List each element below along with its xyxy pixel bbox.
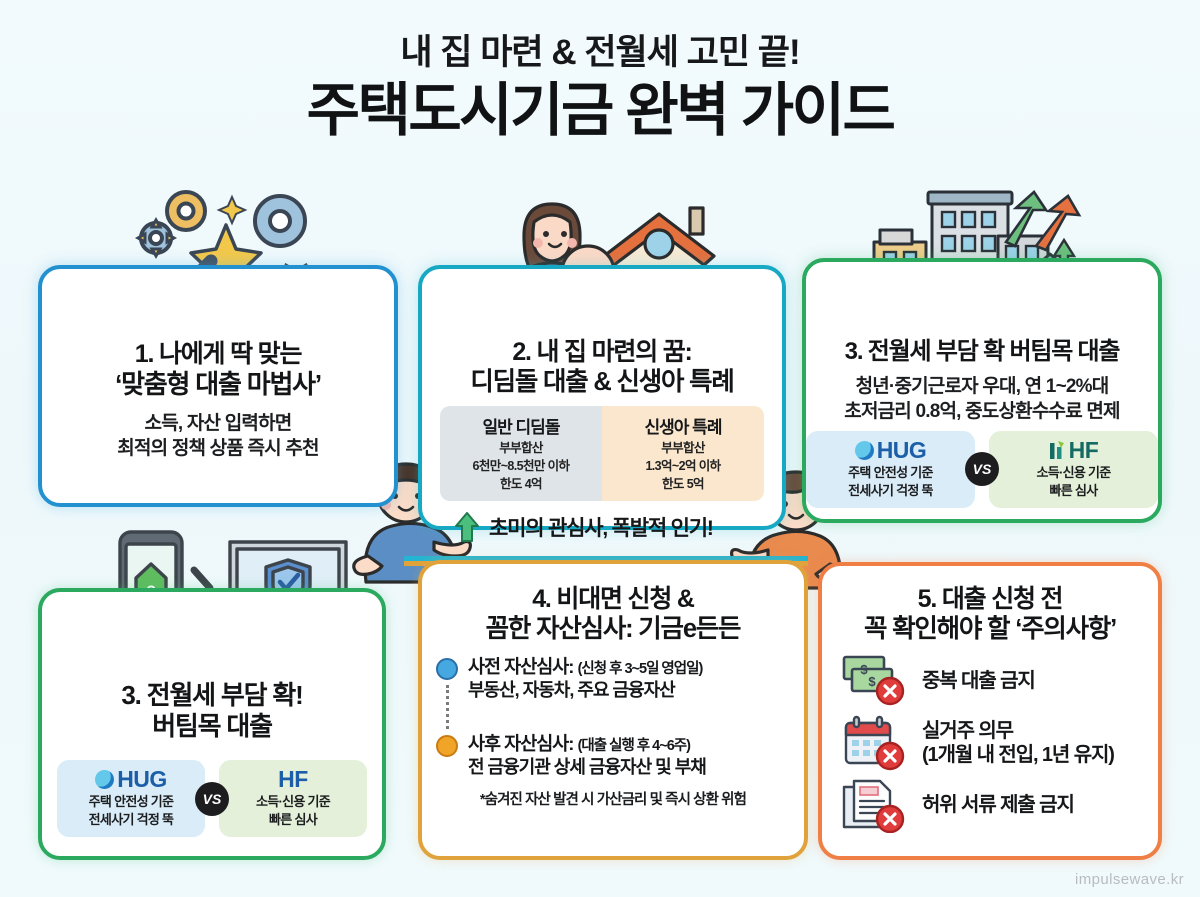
hf-logo: HF [993,437,1154,464]
cautions-list: $ $ 중복 대출 금지 [840,653,1158,833]
hug-logo: HUG [810,437,971,464]
card4-title-line1: 4. 비대면 신청 & [532,585,695,613]
card3-title-line1: 3. 전월세 부담 확 버팀목 대출 [844,338,1121,365]
card1-title-line1: 1. 나에게 딱 맞는 [134,340,303,368]
bullet-label: 사후 자산심사: [468,733,574,755]
card6-title-line1: 3. 전월세 부담 확! [121,680,303,710]
hf-line: 빠른 심사 [269,812,318,828]
caution-subtext: (1개월 내 전입, 1년 유지) [922,743,1115,766]
up-arrow-icon [455,512,479,542]
card-cautions[interactable]: 5. 대출 신청 전 꼭 확인해야 할 ‘주의사항’ $ $ [818,562,1162,860]
page-title: 내 집 마련 & 전월세 고민 끝! 주택도시기금 완벽 가이드 [0,33,1200,143]
comparison-line: 6천만~8.5천만 이하 [472,458,571,473]
comparison-col-general: 일반 디딤돌 부부합산 6천만~8.5천만 이하 한도 4억 [440,405,602,501]
bullet-label: 사전 자산심사: [468,655,574,677]
hug-line: 전세사기 걱정 뚝 [848,482,933,498]
bullet-connector-dotted [446,684,449,729]
title-main: 주택도시기금 완벽 가이드 [306,77,896,143]
comparison-line: 부부합산 [499,440,543,455]
hug-logo-text: HUG [876,436,927,463]
card4-note: *숨겨진 자산 발견 시 가산금리 및 즉시 상환 위험 [479,792,747,809]
card-didimdol-loan[interactable]: 2. 내 집 마련의 꿈: 디딤돌 대출 & 신생아 특례 일반 디딤돌 부부합… [418,265,786,530]
list-item: 사후 자산심사: (대출 실행 후 4~6주) 전 금융기관 상세 금융자산 및… [436,732,804,779]
hf-mark-icon [1049,441,1064,460]
hf-logo-text: HF [278,766,308,793]
caution-text: 허위 서류 제출 금지 [922,793,1075,816]
hug-line: 주택 안전성 기준 [88,794,174,810]
comparison-line: 한도 5억 [662,476,705,491]
list-item: $ $ 중복 대출 금지 [840,653,1158,709]
review-bullet-list: 사전 자산심사: (신청 후 3~5일 영업일) 부동산, 자동차, 주요 금융… [436,655,804,780]
card1-body-line1: 소득, 자산 입력하면 [144,413,293,435]
title-subtitle: 내 집 마련 & 전월세 고민 끝! [400,33,800,72]
svg-text:$: $ [860,662,868,677]
calendar-forbidden-icon [840,715,908,771]
hug-logo-alt: HUG [61,766,201,793]
card3-body-line1: 청년·중기근로자 우대, 연 1~2%대 [855,375,1110,397]
hug-box[interactable]: HUG 주택 안전성 기준 전세사기 걱정 뚝 [806,430,975,508]
hf-line: 소득·신용 기준 [1036,464,1111,480]
card6-title-line2: 버팀목 대출 [152,711,273,742]
hug-box-alt[interactable]: HUG 주택 안전성 기준 전세사기 걱정 뚝 [57,760,205,838]
list-item: 실거주 의무 (1개월 내 전입, 1년 유지) [840,715,1158,771]
caution-text: 실거주 의무 [922,719,1014,742]
watermark: impulsewave.kr [1075,871,1184,888]
hf-line: 소득·신용 기준 [255,794,331,810]
bullet-dot-blue-icon [436,657,458,680]
bullet-detail: 부동산, 자동차, 주요 금융자산 [468,679,676,700]
comparison-heading: 신생아 특례 [644,417,723,437]
hf-box-alt[interactable]: HF 소득·신용 기준 빠른 심사 [219,760,367,838]
hug-logo-text: HUG [117,766,167,793]
connector-banner: 초미의 관심사, 폭발적 인기! [455,512,714,542]
bullet-paren: (신청 후 3~5일 영업일) [577,660,704,677]
hf-logo-alt: HF [223,766,363,793]
comparison-heading: 일반 디딤돌 [482,417,561,437]
caution-text: 중복 대출 금지 [922,669,1036,692]
card3-body-line2: 초저금리 0.8억, 중도상환수수료 면제 [844,400,1120,422]
hf-logo-text: HF [1068,436,1099,463]
svg-text:$: $ [868,674,876,689]
card1-title-line2: ‘맞춤형 대출 마법사’ [115,369,322,399]
hug-dot-icon [95,770,115,790]
bullet-detail: 전 금융기관 상세 금융자산 및 부채 [468,757,707,778]
card-untact-application[interactable]: 4. 비대면 신청 & 꼼한 자산심사: 기금e든든 사전 자산심사: (신청 … [418,560,808,860]
card4-title-line2: 꼼한 자산심사: 기금e든든 [485,615,742,643]
card5-title-line1: 5. 대출 신청 전 [917,585,1064,613]
list-item: 허위 서류 제출 금지 [840,777,1158,833]
hf-line: 빠른 심사 [1049,482,1099,498]
bullet-paren: (대출 실행 후 4~6주) [577,738,691,755]
card2-title-line2: 디딤돌 대출 & 신생아 특례 [470,368,735,396]
connector-line-cyan [404,556,808,561]
documents-forbidden-icon [840,777,908,833]
cash-forbidden-icon: $ $ [840,653,908,709]
card2-title-line1: 2. 내 집 마련의 꿈: [512,338,693,366]
list-item: 사전 자산심사: (신청 후 3~5일 영업일) 부동산, 자동차, 주요 금융… [436,655,804,702]
bullet-dot-orange-icon [436,735,458,758]
card5-title-line2: 꼭 확인해야 할 ‘주의사항’ [863,615,1117,643]
hug-dot-icon [854,440,874,460]
card-beotimmok-loan-alt[interactable]: 3. 전월세 부담 확! 버팀목 대출 HUG 주택 안전성 기준 전세사기 걱… [38,588,386,860]
vs-badge-alt: VS [195,781,229,816]
hug-vs-hf-comparison-alt: HUG 주택 안전성 기준 전세사기 걱정 뚝 VS HF 소득·신용 기준 빠… [42,760,382,838]
comparison-line: 부부합산 [661,440,705,455]
hf-box[interactable]: HF 소득·신용 기준 빠른 심사 [989,430,1158,508]
card-beotimmok-loan[interactable]: 3. 전월세 부담 확 버팀목 대출 청년·중기근로자 우대, 연 1~2%대 … [802,258,1162,523]
card1-body-line2: 최적의 정책 상품 즉시 추천 [117,438,319,460]
comparison-line: 한도 4억 [500,476,543,491]
comparison-col-newborn: 신생아 특례 부부합산 1.3억~2억 이하 한도 5억 [602,405,764,501]
card-loan-wizard[interactable]: 1. 나에게 딱 맞는 ‘맞춤형 대출 마법사’ 소득, 자산 입력하면 최적의… [38,265,398,507]
hug-line: 전세사기 걱정 뚝 [88,812,174,828]
hug-line: 주택 안전성 기준 [848,464,933,480]
connector-banner-text: 초미의 관심사, 폭발적 인기! [489,517,714,540]
hug-vs-hf-comparison: HUG 주택 안전성 기준 전세사기 걱정 뚝 VS HF 소득·신용 기준 빠… [806,430,1158,508]
comparison-table-didimdol: 일반 디딤돌 부부합산 6천만~8.5천만 이하 한도 4억 신생아 특례 부부… [440,405,764,501]
comparison-line: 1.3억~2억 이하 [645,458,721,473]
vs-badge: VS [965,452,999,487]
